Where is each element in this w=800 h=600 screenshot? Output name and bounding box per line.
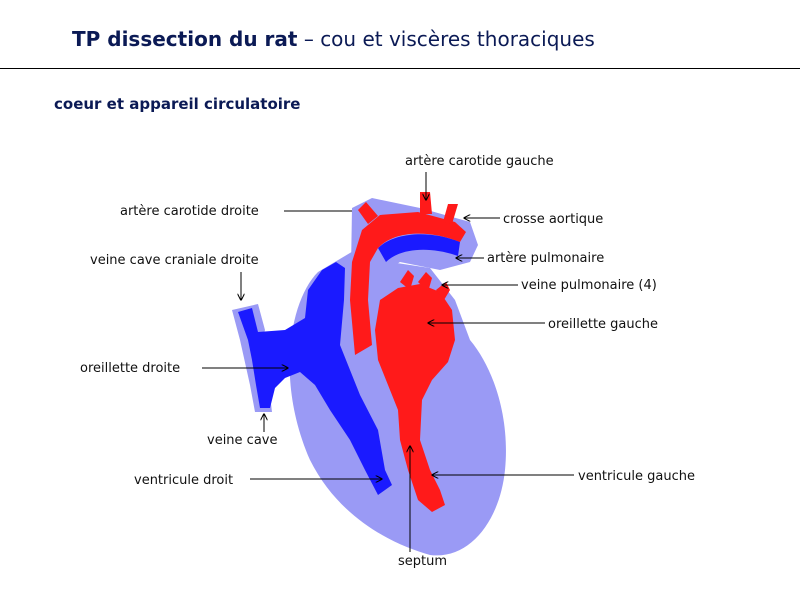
title-separator: – (297, 27, 321, 51)
label-ventricule-gauche: ventricule gauche (578, 469, 695, 484)
label-septum: septum (398, 554, 447, 569)
label-carotide-droite: artère carotide droite (120, 204, 259, 219)
header: TP dissection du rat – cou et viscères t… (0, 0, 800, 70)
leader-lines (202, 172, 574, 552)
header-divider (0, 68, 800, 69)
label-oreillette-gauche: oreillette gauche (548, 317, 658, 332)
label-veine-cave-craniale: veine cave craniale droite (90, 253, 259, 268)
right-heart-blue (238, 234, 460, 495)
label-carotide-gauche: artère carotide gauche (405, 154, 554, 169)
title-main: TP dissection du rat (72, 27, 298, 51)
label-veine-pulmonaire: veine pulmonaire (4) (521, 278, 657, 293)
label-crosse-aortique: crosse aortique (503, 212, 603, 227)
page-title: TP dissection du rat – cou et viscères t… (72, 27, 595, 51)
label-ventricule-droit: ventricule droit (134, 473, 233, 488)
label-veine-cave: veine cave (207, 433, 277, 448)
section-title: coeur et appareil circulatoire (54, 95, 301, 113)
labels: artère carotide gauche artère carotide d… (80, 154, 695, 569)
title-subtitle: cou et viscères thoraciques (320, 27, 595, 51)
label-artere-pulmonaire: artère pulmonaire (487, 251, 604, 266)
label-oreillette-droite: oreillette droite (80, 361, 180, 376)
